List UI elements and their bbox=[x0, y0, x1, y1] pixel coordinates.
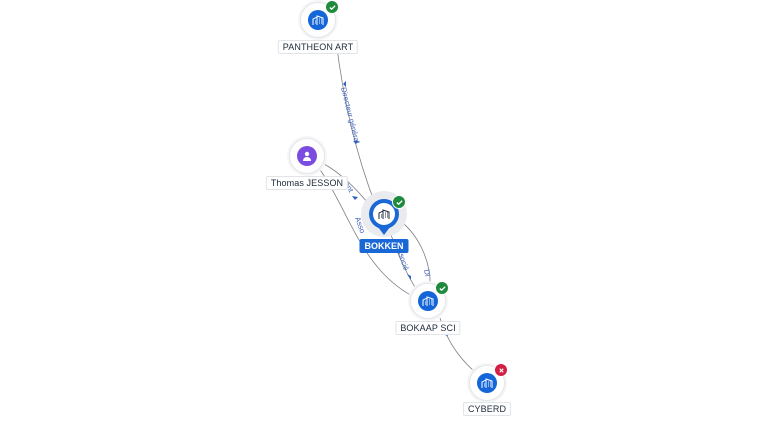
edge-arrow bbox=[353, 141, 359, 144]
building-icon bbox=[373, 203, 395, 225]
node-label: CYBERD bbox=[462, 402, 512, 416]
building-icon bbox=[308, 10, 328, 30]
edge-pantheon-bokken bbox=[335, 39, 377, 207]
person-icon bbox=[297, 146, 317, 166]
node-bokaap-sci[interactable]: BOKAAP SCI bbox=[395, 281, 461, 335]
active-check-icon bbox=[435, 281, 449, 295]
edge-arrow bbox=[343, 81, 346, 87]
node-label: BOKAAP SCI bbox=[395, 321, 461, 335]
active-check-icon bbox=[325, 0, 339, 14]
node-bokken-selected[interactable]: BOKKEN bbox=[359, 191, 409, 253]
edge-label-di: Di bbox=[422, 269, 432, 278]
node-pin[interactable] bbox=[369, 195, 406, 229]
node-thomas-jesson[interactable]: Thomas JESSON bbox=[265, 138, 349, 190]
node-label: Thomas JESSON bbox=[265, 176, 349, 190]
node-ring[interactable] bbox=[469, 363, 508, 401]
edge-label-directeur: Directeur général bbox=[339, 86, 362, 144]
edge-arrow bbox=[407, 274, 411, 280]
edge-arrow bbox=[352, 196, 358, 200]
selected-halo[interactable] bbox=[361, 191, 407, 237]
node-label: PANTHEON ART bbox=[277, 40, 359, 54]
closed-x-icon bbox=[494, 363, 508, 377]
active-check-icon bbox=[392, 195, 406, 209]
node-cyberd[interactable]: CYBERD bbox=[462, 363, 512, 416]
building-icon bbox=[477, 373, 497, 393]
building-icon bbox=[418, 291, 438, 311]
node-pantheon-art[interactable]: PANTHEON ART bbox=[277, 0, 359, 54]
pin-tip bbox=[378, 227, 390, 235]
node-ring[interactable] bbox=[410, 281, 449, 319]
node-label-selected: BOKKEN bbox=[359, 239, 409, 253]
node-ring[interactable] bbox=[289, 138, 325, 174]
node-ring[interactable] bbox=[300, 0, 339, 38]
